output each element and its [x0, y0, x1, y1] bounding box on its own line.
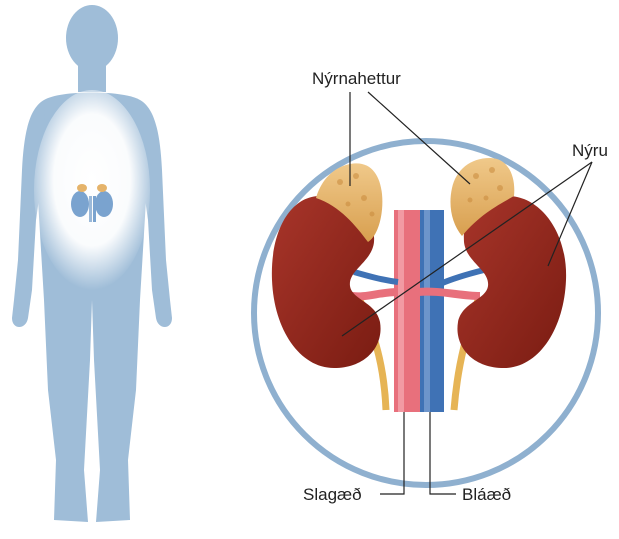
- label-kidneys: Nýru: [572, 141, 608, 160]
- label-artery: Slagæð: [303, 485, 362, 504]
- artery-vessel: [394, 210, 420, 412]
- label-vein: Bláæð: [462, 485, 511, 504]
- human-silhouette: [12, 5, 172, 522]
- vein-vessel: [420, 210, 444, 412]
- left-renal-artery: [352, 292, 398, 296]
- label-adrenal-glands: Nýrnahettur: [312, 69, 401, 88]
- kidney-detail: Nýrnahettur Nýru Slagæð Bláæð: [254, 69, 608, 504]
- silhouette-neck: [78, 62, 106, 92]
- torso-highlight: [34, 90, 150, 290]
- right-renal-artery: [418, 292, 480, 296]
- silhouette-head: [66, 5, 118, 71]
